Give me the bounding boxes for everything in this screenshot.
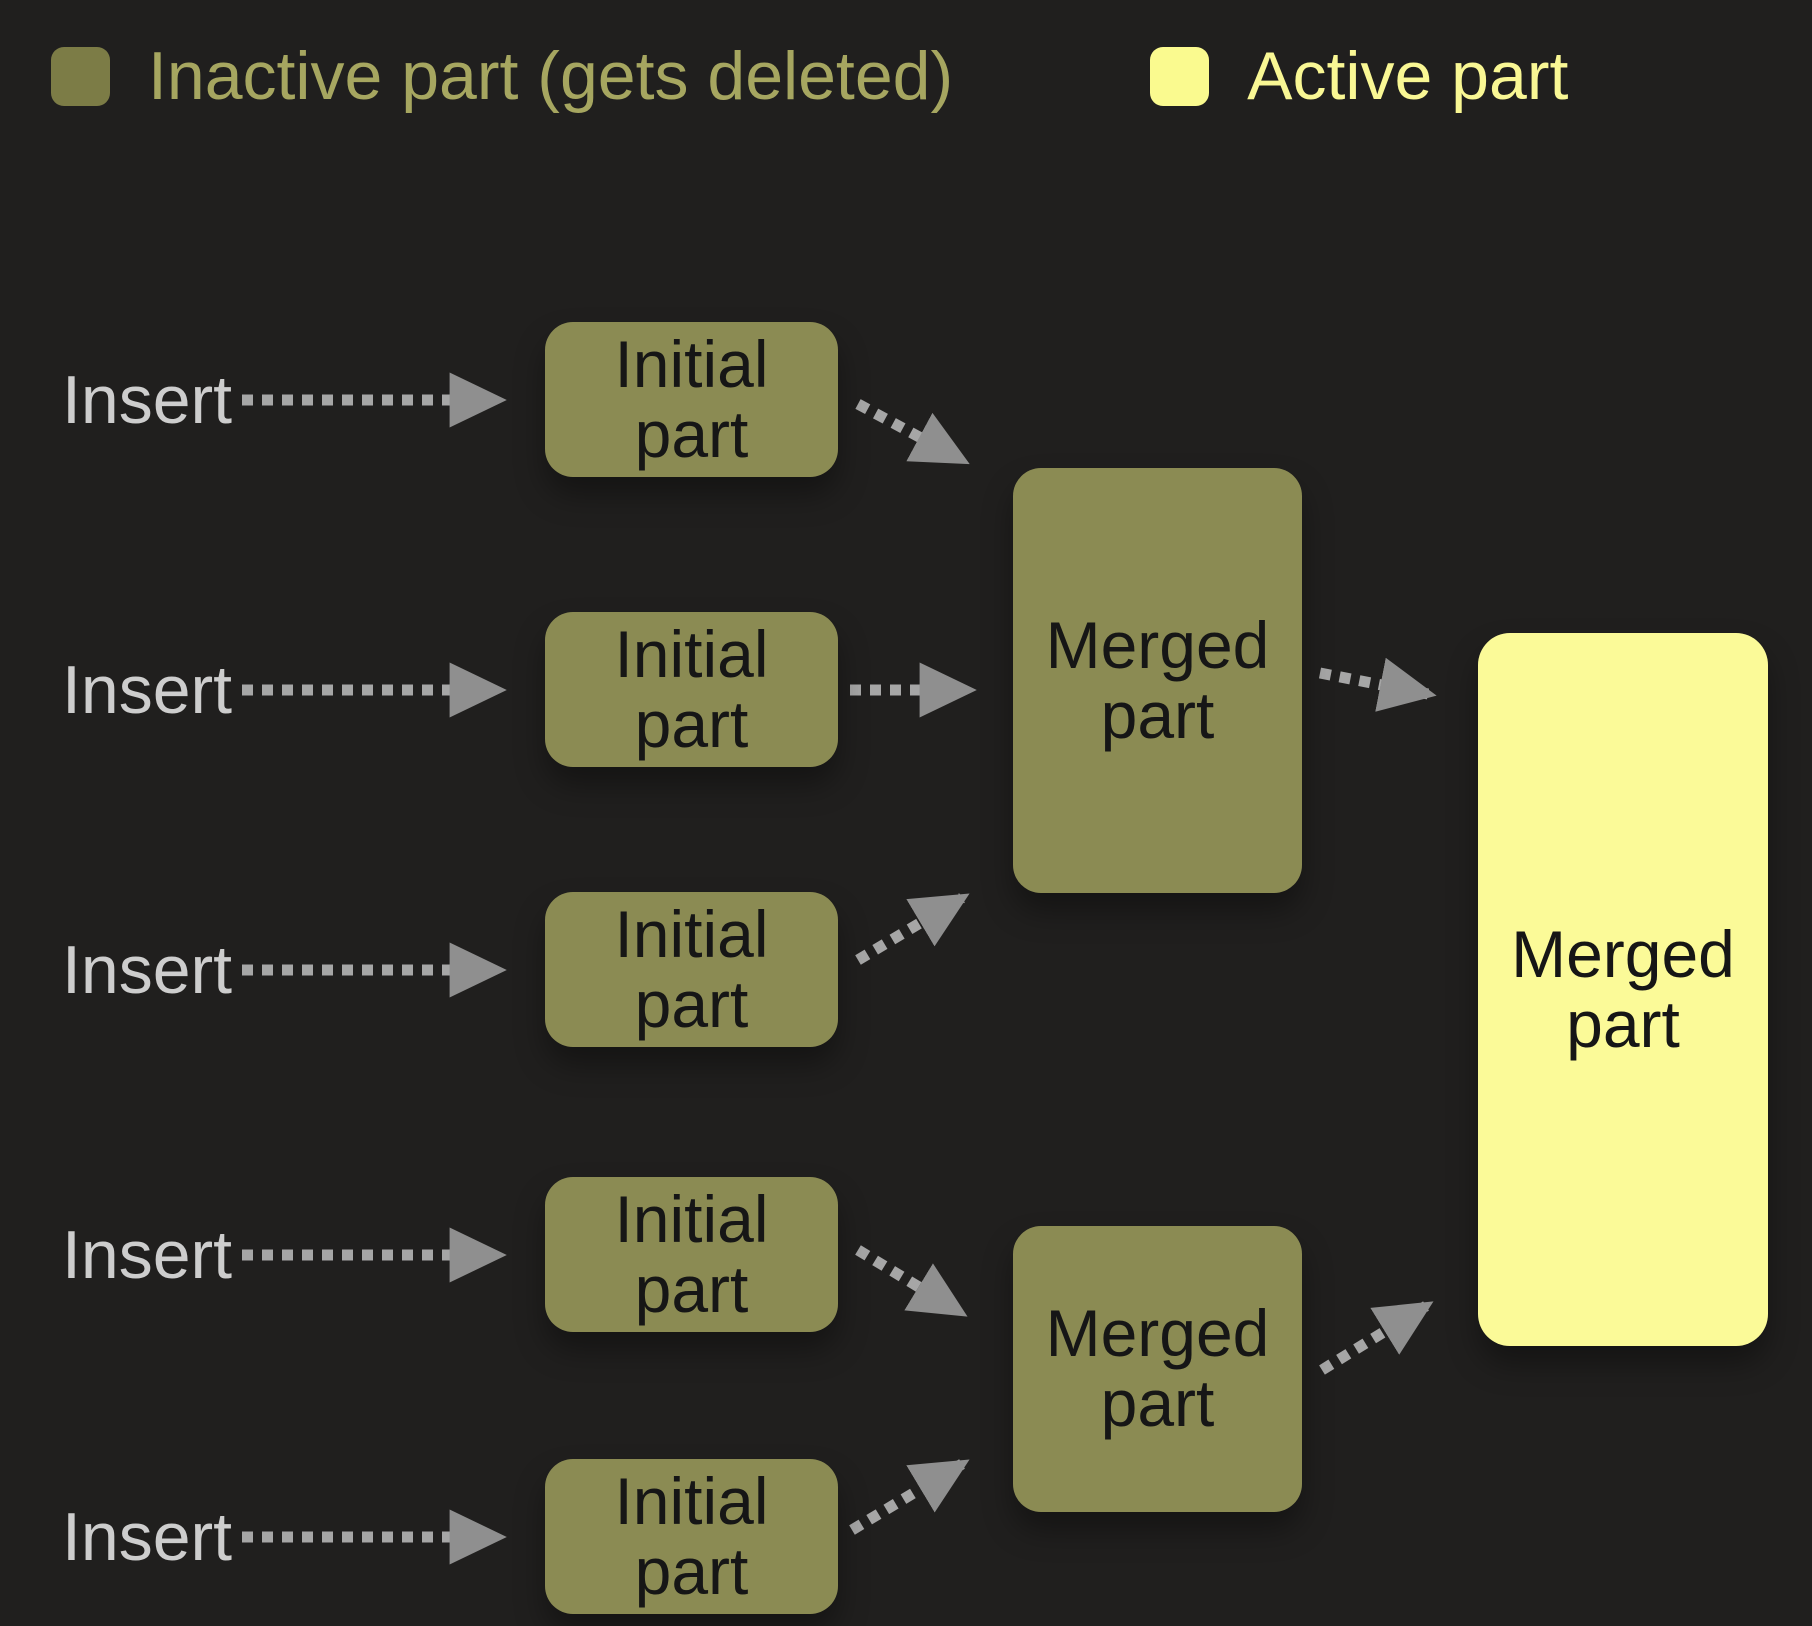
initial-part-node-1: Initial part <box>545 322 838 477</box>
arrow-initial5-to-merged-lower <box>849 1459 970 1535</box>
inactive-part-swatch-icon <box>51 46 110 106</box>
merged-part-label: Merged part <box>1511 916 1735 1061</box>
insert-label-2: Insert <box>62 652 233 728</box>
legend-label-active: Active part <box>1247 38 1569 114</box>
arrow-initial3-to-merged-upper <box>855 893 970 965</box>
legend-item-active: Active part <box>1150 42 1568 110</box>
legend-label-inactive: Inactive part (gets deleted) <box>148 38 954 114</box>
arrow-initial4-to-merged-lower <box>855 1245 968 1317</box>
merged-part-label: Merged part <box>1045 607 1270 752</box>
merged-part-node-upper: Merged part <box>1013 468 1302 893</box>
initial-part-label: Initial part <box>614 1463 769 1608</box>
arrow-merged-upper-to-final <box>1318 657 1437 712</box>
merged-part-label: Merged part <box>1045 1296 1270 1440</box>
initial-part-label: Initial part <box>614 616 769 761</box>
initial-part-label: Initial part <box>614 1181 769 1326</box>
insert-label-3: Insert <box>62 932 233 1008</box>
initial-part-node-5: Initial part <box>545 1459 838 1614</box>
initial-part-label: Initial part <box>614 896 769 1041</box>
insert-label-5: Insert <box>62 1499 233 1575</box>
initial-part-node-4: Initial part <box>545 1177 838 1332</box>
legend-item-inactive: Inactive part (gets deleted) <box>51 42 953 110</box>
initial-part-node-3: Initial part <box>545 892 838 1047</box>
arrow-initial1-to-merged-upper <box>855 399 970 465</box>
merged-part-node-lower: Merged part <box>1013 1226 1302 1512</box>
active-part-swatch-icon <box>1150 46 1210 106</box>
initial-part-label: Initial part <box>614 326 769 471</box>
merged-part-node-final-active: Merged part <box>1478 633 1768 1346</box>
initial-part-node-2: Initial part <box>545 612 838 767</box>
legend: Inactive part (gets deleted) Active part <box>51 42 1568 110</box>
arrow-merged-lower-to-final <box>1319 1301 1434 1375</box>
insert-label-1: Insert <box>62 362 233 438</box>
insert-label-4: Insert <box>62 1217 233 1293</box>
